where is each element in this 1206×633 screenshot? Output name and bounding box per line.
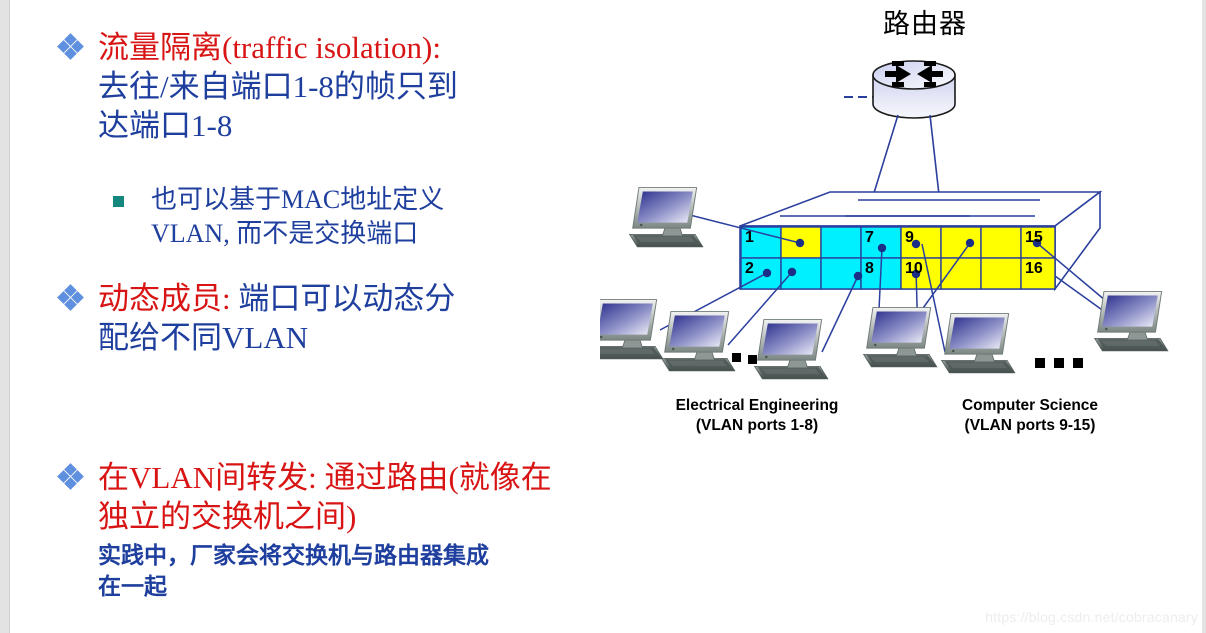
watermark: https://blog.csdn.net/cobracanary bbox=[985, 609, 1198, 625]
group-ports-ee: (VLAN ports 1-8) bbox=[695, 417, 819, 434]
ellipsis-left-icon bbox=[732, 353, 757, 364]
port-cell-16 bbox=[1020, 257, 1056, 290]
left-edge-strip bbox=[0, 0, 10, 633]
host-computer-cs-1 bbox=[863, 307, 938, 368]
group-ports-cs: (VLAN ports 9-15) bbox=[964, 417, 1096, 434]
port-cell-7 bbox=[860, 226, 902, 259]
bullet-highlight-traffic-isolation: 流量隔离(traffic isolation): bbox=[98, 30, 441, 65]
router-label: 路由器 bbox=[883, 9, 967, 39]
square-bullet-icon bbox=[113, 196, 124, 207]
port-number-15: 15 bbox=[1025, 229, 1043, 246]
diamond-cluster-bullet-icon bbox=[57, 284, 84, 311]
diagram-canvas bbox=[600, 60, 1169, 380]
group-name-ee: Electrical Engineering bbox=[675, 397, 839, 414]
diamond-cluster-bullet-icon bbox=[57, 463, 84, 490]
port-number-8: 8 bbox=[865, 260, 874, 277]
port-cell-11 bbox=[940, 226, 982, 259]
port-number-2: 2 bbox=[745, 260, 754, 277]
group-name-cs: Computer Science bbox=[961, 397, 1099, 414]
group-label-electrical-engineering: Electrical Engineering (VLAN ports 1-8) bbox=[622, 396, 892, 436]
bullet-body-dynamic-membership: 端口可以动态分 配给不同VLAN bbox=[98, 281, 456, 355]
port-cell-1 bbox=[740, 226, 782, 259]
port-number-1: 1 bbox=[745, 229, 754, 246]
host-computer-cs-2 bbox=[941, 313, 1016, 374]
bullet-subtext-vendor-integration: 实践中，厂家会将交换机与路由器集成 在一起 bbox=[98, 543, 489, 599]
host-computer-ee-4 bbox=[754, 319, 829, 380]
port-cell-12 bbox=[940, 257, 982, 290]
bullet-text-dynamic-membership: 动态成员: 端口可以动态分 配给不同VLAN bbox=[98, 279, 658, 357]
router-arrows-glyph bbox=[885, 61, 943, 87]
port-cell-13 bbox=[980, 226, 1022, 259]
diamond-cluster-bullet-icon bbox=[57, 33, 84, 60]
bullet-text-traffic-isolation: 流量隔离(traffic isolation): 去往/来自端口1-8的帧只到 … bbox=[98, 28, 658, 145]
bullet-highlight-dynamic-membership: 动态成员: bbox=[98, 281, 231, 316]
port-cell-9 bbox=[900, 226, 942, 259]
vlan-network-diagram: 路由器 bbox=[600, 0, 1206, 460]
port-cell-14 bbox=[980, 257, 1022, 290]
port-number-9: 9 bbox=[905, 229, 914, 246]
host-computer-cs-3 bbox=[1094, 291, 1169, 352]
port-number-7: 7 bbox=[865, 229, 874, 246]
bullet-body-traffic-isolation: 去往/来自端口1-8的帧只到 达端口1-8 bbox=[98, 69, 458, 143]
switch-port-grid bbox=[740, 226, 1056, 290]
port-number-16: 16 bbox=[1025, 260, 1043, 277]
host-computer-ee-3 bbox=[661, 311, 736, 372]
port-cell-4 bbox=[780, 257, 822, 290]
port-connector-dots bbox=[762, 238, 1042, 281]
host-computer-ee-1 bbox=[629, 187, 704, 248]
right-edge-strip bbox=[1202, 0, 1206, 633]
bullet-text-inter-vlan-forwarding: 在VLAN间转发: 通过路由(就像在 独立的交换机之间) 实践中，厂家会将交换机… bbox=[98, 458, 728, 602]
ellipsis-right-icon bbox=[1035, 358, 1083, 368]
bullet-text-mac-based-vlan: 也可以基于MAC地址定义 VLAN, 而不是交换端口 bbox=[151, 185, 445, 248]
slide-text-column: 流量隔离(traffic isolation): 去往/来自端口1-8的帧只到 … bbox=[57, 30, 552, 599]
bullet-highlight-inter-vlan-forwarding: 在VLAN间转发: 通过路由(就像在 独立的交换机之间) bbox=[98, 460, 552, 534]
port-number-10: 10 bbox=[905, 260, 923, 277]
port-cell-5 bbox=[820, 226, 862, 259]
group-label-computer-science: Computer Science (VLAN ports 9-15) bbox=[900, 396, 1160, 436]
host-computer-ee-2 bbox=[600, 299, 664, 360]
port-cell-10 bbox=[900, 257, 942, 290]
